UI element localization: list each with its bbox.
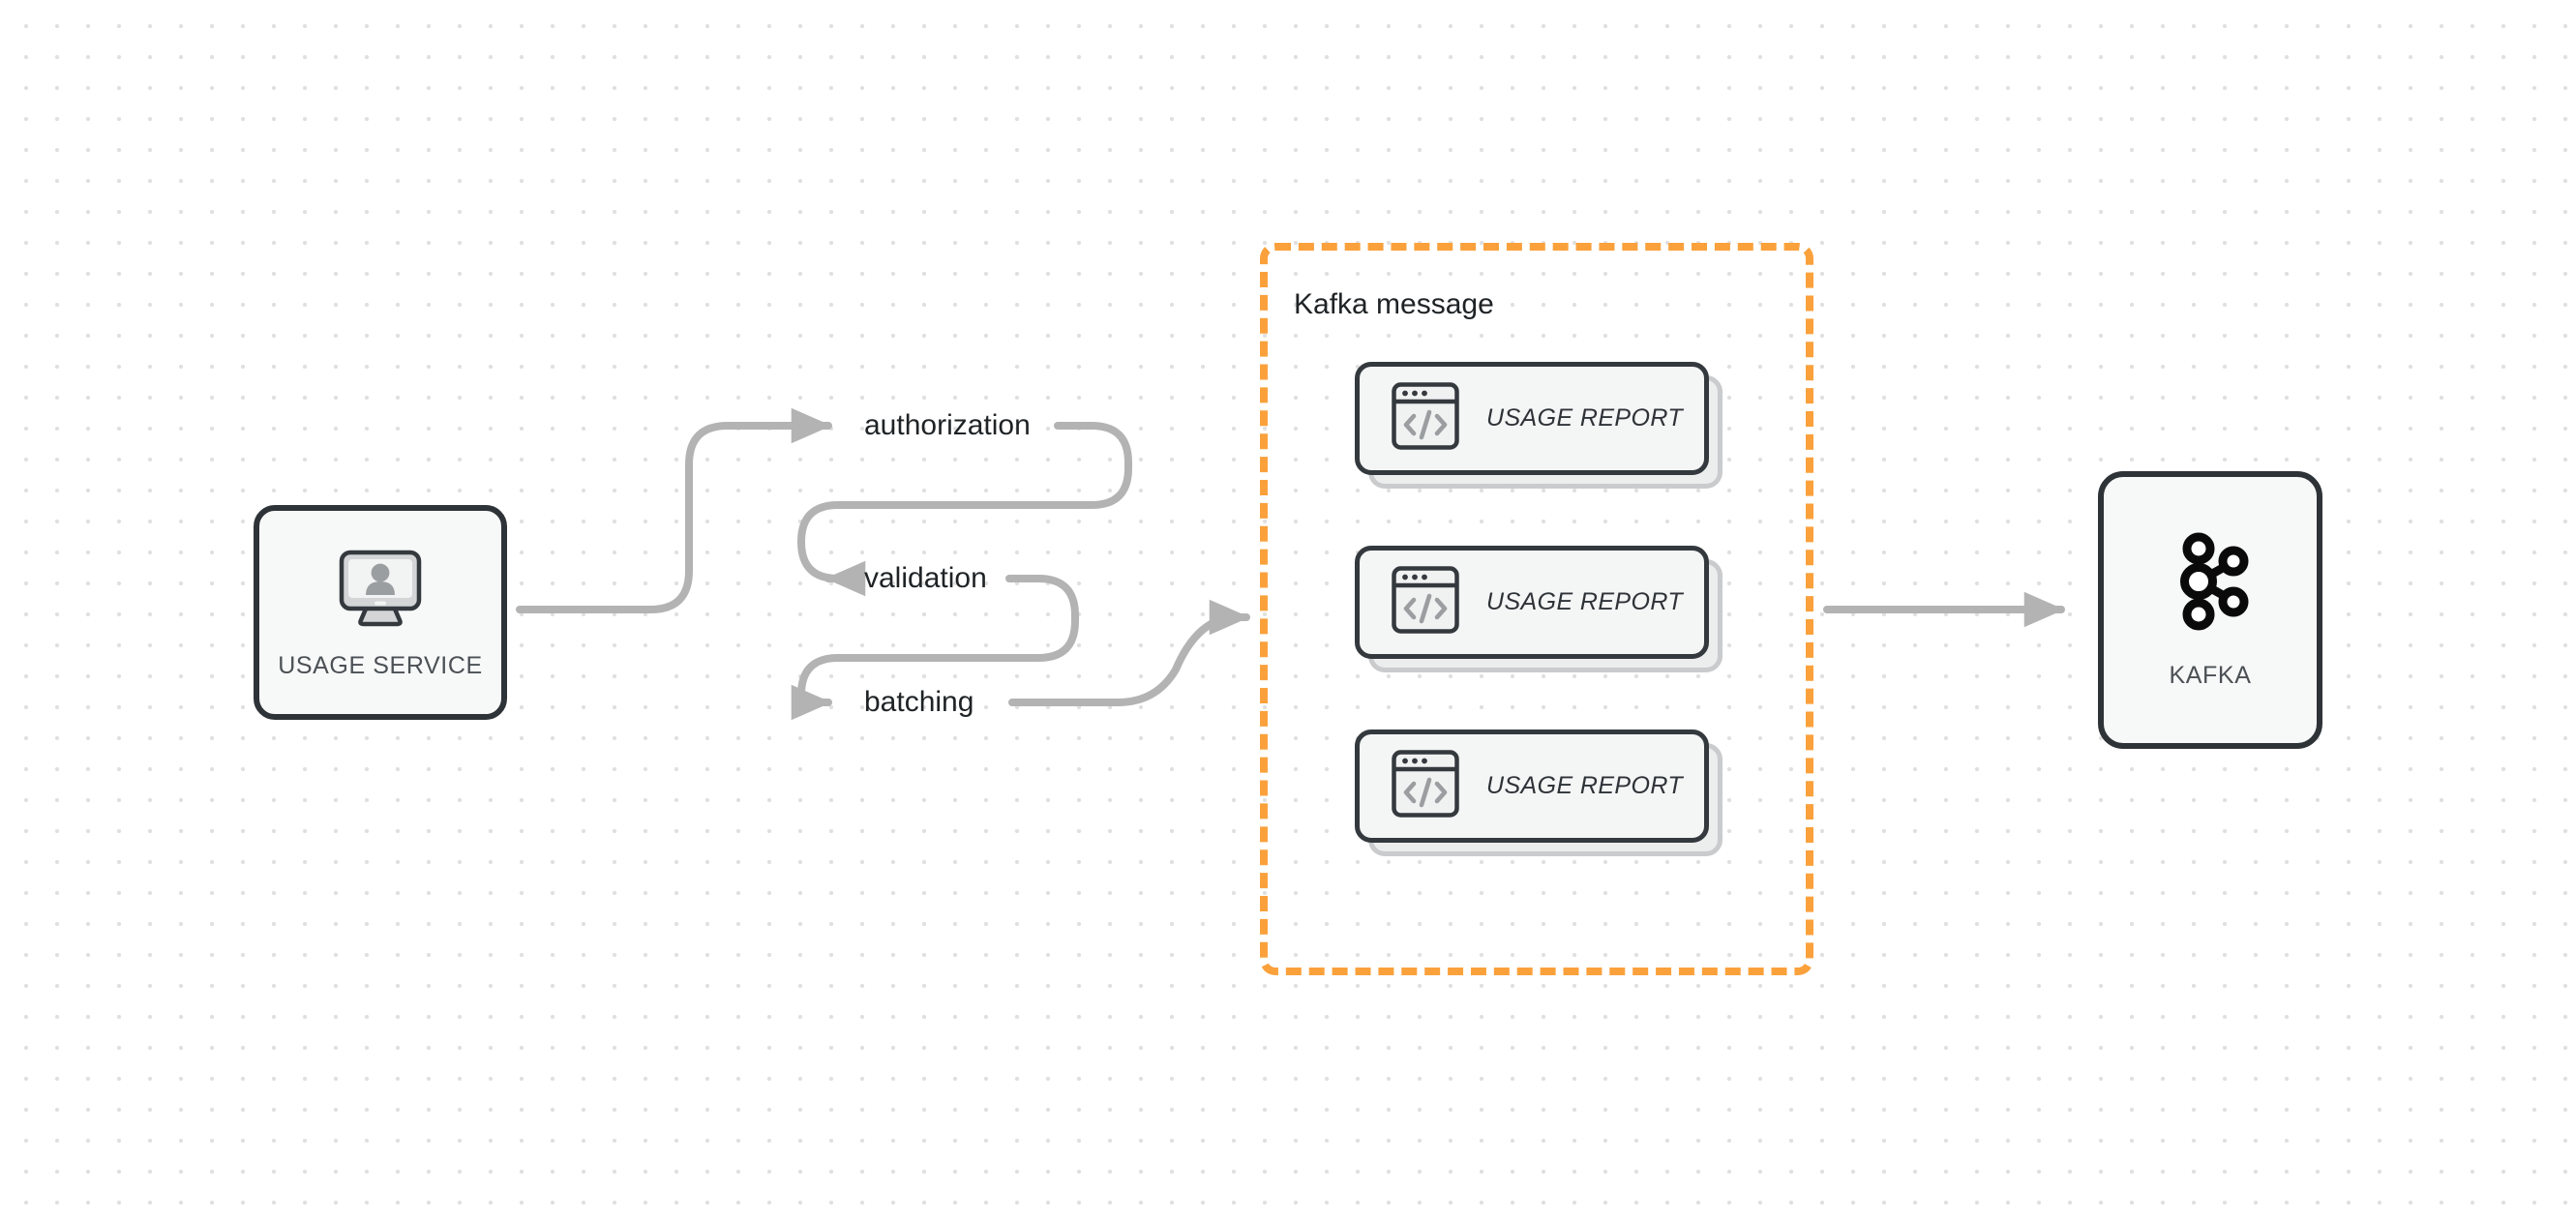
kafka-message-group-title: Kafka message: [1294, 288, 1494, 320]
usage-report-card-front[interactable]: USAGE REPORT: [1355, 546, 1709, 659]
usage-report-card-label: USAGE REPORT: [1486, 404, 1683, 432]
usage-report-card[interactable]: USAGE REPORT: [1355, 730, 1722, 856]
usage-report-card-label: USAGE REPORT: [1486, 772, 1683, 799]
connector-validation-to-batching: [791, 575, 1079, 721]
connector-usage-service-to-authorization: [516, 407, 832, 613]
usage-report-card[interactable]: USAGE REPORT: [1355, 546, 1722, 672]
usage-report-card-front[interactable]: USAGE REPORT: [1355, 362, 1709, 475]
stage-label-batching[interactable]: batching: [864, 686, 974, 718]
usage-report-card-label: USAGE REPORT: [1486, 588, 1683, 615]
node-kafka-label: KAFKA: [2169, 661, 2252, 689]
usage-report-card[interactable]: USAGE REPORT: [1355, 362, 1722, 489]
usage-report-card-front[interactable]: USAGE REPORT: [1355, 730, 1709, 843]
node-usage-service-label: USAGE SERVICE: [278, 652, 483, 679]
code-window-icon: [1391, 749, 1460, 823]
connector-authorization-to-validation: [797, 422, 1132, 597]
stage-label-validation[interactable]: validation: [864, 562, 987, 594]
code-window-icon: [1391, 381, 1460, 456]
connector-batching-to-kafka-message: [1008, 599, 1250, 706]
kafka-message-group: [1260, 243, 1813, 975]
monitor-user-icon: [334, 545, 427, 635]
stage-label-authorization[interactable]: authorization: [864, 409, 1031, 441]
node-kafka[interactable]: KAFKA: [2098, 471, 2322, 749]
kafka-logo-icon: [2164, 531, 2257, 637]
code-window-icon: [1391, 565, 1460, 640]
node-usage-service[interactable]: USAGE SERVICE: [254, 505, 507, 720]
